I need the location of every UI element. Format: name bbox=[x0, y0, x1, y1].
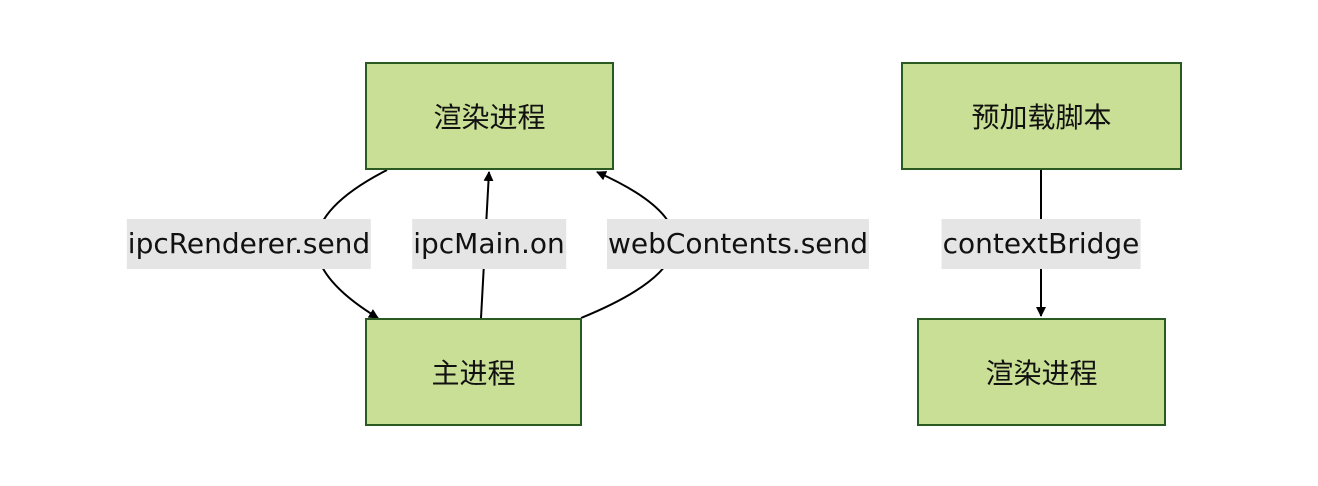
edge-label-contextbridge: contextBridge bbox=[941, 219, 1141, 269]
node-renderer-process-2[interactable]: 渲染进程 bbox=[917, 318, 1166, 426]
edge-label-ipcmain-on: ipcMain.on bbox=[412, 219, 566, 269]
edge-label-webcontents-send: webContents.send bbox=[606, 219, 870, 269]
node-preload-script[interactable]: 预加载脚本 bbox=[901, 62, 1182, 170]
node-renderer-process[interactable]: 渲染进程 bbox=[365, 62, 614, 170]
edge-label-ipcrenderer-send: ipcRenderer.send bbox=[126, 219, 372, 269]
node-main-process[interactable]: 主进程 bbox=[365, 318, 582, 426]
